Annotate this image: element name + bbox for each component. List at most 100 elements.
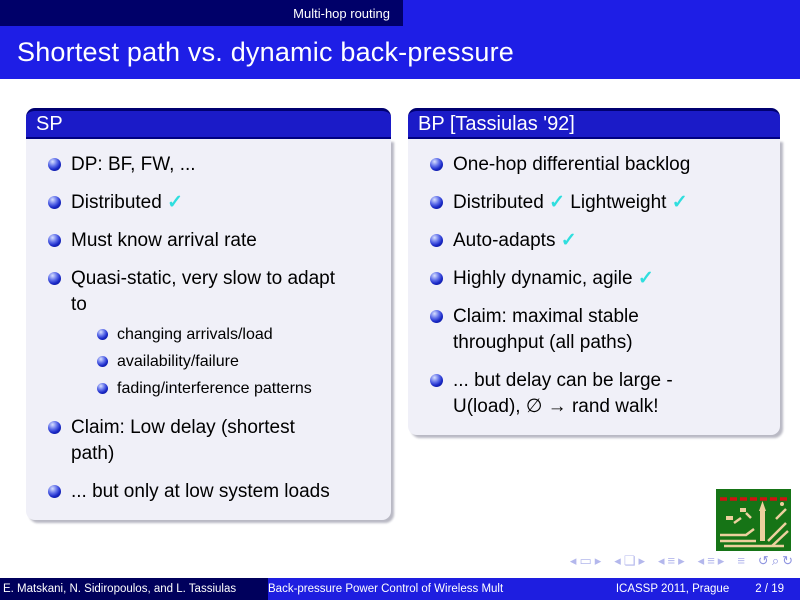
- section-label: Multi-hop routing: [293, 5, 390, 21]
- nav-group: ◂▭▸: [570, 553, 601, 569]
- bullet-icon: [97, 383, 108, 394]
- list-item-content: DP: BF, FW, ...: [71, 152, 196, 178]
- block-bp: BP [Tassiulas '92] One-hop differential …: [408, 108, 780, 435]
- list-item: Highly dynamic, agile ✓: [416, 266, 772, 292]
- block-sp-header: SP: [26, 108, 391, 139]
- bullet-icon: [48, 485, 61, 498]
- bullet-icon: [48, 272, 61, 285]
- nav-group: ↺⌕↻: [758, 553, 793, 569]
- list-item-content: Must know arrival rate: [71, 228, 257, 254]
- list-item-text: Lightweight: [565, 192, 672, 213]
- footer-authors: E. Matskani, N. Sidiropoulos, and L. Tas…: [3, 583, 237, 595]
- slide-title: Shortest path vs. dynamic back-pressure: [17, 37, 515, 67]
- nav-section-next-icon[interactable]: ▸: [717, 553, 725, 568]
- list-item-content: Distributed ✓ Lightweight ✓: [453, 190, 688, 216]
- footer-authors-box: E. Matskani, N. Sidiropoulos, and L. Tas…: [0, 578, 268, 600]
- list-item: Auto-adapts ✓: [416, 228, 772, 254]
- nav-slide-icon[interactable]: ▭: [579, 553, 592, 568]
- block-bp-title: BP [Tassiulas '92]: [418, 113, 575, 135]
- footer-short-title: Back-pressure Power Control of Wireless …: [268, 583, 504, 595]
- list-item-text: Distributed: [453, 192, 550, 213]
- nav-slide-prev-icon[interactable]: ◂: [569, 553, 577, 568]
- block-sp-body: DP: BF, FW, ... Distributed ✓ Must know ar…: [26, 139, 391, 520]
- list-item-text: availability/failure: [117, 353, 239, 370]
- nav-frame-prev-icon[interactable]: ◂: [614, 553, 621, 568]
- footer-bar: E. Matskani, N. Sidiropoulos, and L. Tas…: [0, 578, 800, 600]
- nav-section-prev-icon[interactable]: ◂: [697, 553, 705, 568]
- nav-subsection-prev-icon[interactable]: ◂: [658, 553, 665, 568]
- list-item-text: ... but delay can be large - U(load), ∅ …: [453, 370, 673, 417]
- list-item: Claim: maximal stable throughput (all pa…: [416, 304, 772, 356]
- icassp-prague-circuit-logo: [716, 489, 791, 551]
- list-item-content: Claim: Low delay (shortest path): [71, 415, 343, 467]
- bullet-icon: [430, 374, 443, 387]
- list-item-content: ... but only at low system loads: [71, 479, 330, 505]
- list-item-text: Distributed: [71, 192, 168, 213]
- checkmark-icon: ✓: [671, 192, 688, 213]
- block-sp: SP DP: BF, FW, ... Distributed ✓ Must know…: [26, 108, 391, 520]
- list-item: DP: BF, FW, ...: [34, 152, 383, 178]
- nav-frame-icon[interactable]: ❏: [623, 553, 636, 568]
- nav-subsection-next-icon[interactable]: ▸: [678, 553, 685, 568]
- nav-group: ≡: [737, 553, 745, 569]
- list-item: Distributed ✓: [34, 190, 383, 216]
- bullet-icon: [430, 196, 443, 209]
- footer-venue: ICASSP 2011, Prague: [615, 583, 730, 595]
- topbar-fill: [403, 0, 800, 26]
- checkmark-icon: ✓: [167, 192, 184, 213]
- sub-list-item: changing arrivals/load: [97, 322, 343, 347]
- bullet-icon: [430, 310, 443, 323]
- bullet-icon: [48, 234, 61, 247]
- list-item-text: changing arrivals/load: [117, 326, 273, 343]
- nav-appendix-icon[interactable]: ≡: [737, 553, 745, 568]
- nav-forward-icon[interactable]: ↻: [782, 553, 793, 568]
- list-item: One-hop differential backlog: [416, 152, 772, 178]
- checkmark-icon: ✓: [549, 192, 566, 213]
- nav-frame-next-icon[interactable]: ▸: [638, 553, 645, 568]
- list-item-text: ... but only at low system loads: [71, 481, 330, 502]
- list-item-text: Claim: Low delay (shortest path): [71, 417, 295, 464]
- checkmark-icon: ✓: [637, 268, 654, 289]
- list-item-text: Highly dynamic, agile: [453, 268, 638, 289]
- nav-back-icon[interactable]: ↺: [757, 553, 769, 568]
- bullet-icon: [430, 158, 443, 171]
- block-bp-header: BP [Tassiulas '92]: [408, 108, 780, 139]
- bullet-icon: [48, 421, 61, 434]
- list-item-text: fading/interference patterns: [117, 380, 312, 397]
- beamer-navigation-symbols: ◂▭▸◂❏▸◂≡▸◂≡▸≡↺⌕↻: [570, 553, 793, 569]
- list-item-content: One-hop differential backlog: [453, 152, 690, 178]
- bullet-icon: [97, 356, 108, 367]
- bullet-icon: [48, 196, 61, 209]
- footer-title-box: Back-pressure Power Control of Wireless …: [268, 578, 800, 600]
- list-item-content: Distributed ✓: [71, 190, 183, 216]
- nav-subsection-icon[interactable]: ≡: [667, 553, 676, 568]
- bullet-icon: [48, 158, 61, 171]
- list-item-content: ... but delay can be large - U(load), ∅ …: [453, 368, 711, 420]
- list-item-text: Claim: maximal stable throughput (all pa…: [453, 306, 639, 353]
- section-badge[interactable]: Multi-hop routing: [0, 0, 403, 26]
- nav-slide-next-icon[interactable]: ▸: [594, 553, 602, 568]
- bullet-icon: [430, 234, 443, 247]
- list-item-text: Must know arrival rate: [71, 230, 257, 251]
- list-item-content: changing arrivals/load: [117, 322, 273, 347]
- sub-list-item: availability/failure: [97, 349, 343, 374]
- bullet-icon: [430, 272, 443, 285]
- block-sp-title: SP: [36, 113, 63, 135]
- top-navigation-bar: Multi-hop routing: [0, 0, 800, 26]
- nav-search-icon[interactable]: ⌕: [771, 553, 780, 568]
- nav-section-icon[interactable]: ≡: [707, 553, 715, 568]
- nav-group: ◂❏▸: [614, 553, 645, 569]
- list-item: ... but delay can be large - U(load), ∅ …: [416, 368, 772, 420]
- list-item-text: DP: BF, FW, ...: [71, 154, 196, 175]
- list-item-content: availability/failure: [117, 349, 239, 374]
- list-item-text: One-hop differential backlog: [453, 154, 691, 175]
- list-item-content: Auto-adapts ✓: [453, 228, 577, 254]
- list-item: Claim: Low delay (shortest path): [34, 415, 383, 467]
- list-item: ... but only at low system loads: [34, 479, 383, 505]
- title-bar: Shortest path vs. dynamic back-pressure: [0, 26, 800, 79]
- list-item-text: Auto-adapts: [453, 230, 561, 251]
